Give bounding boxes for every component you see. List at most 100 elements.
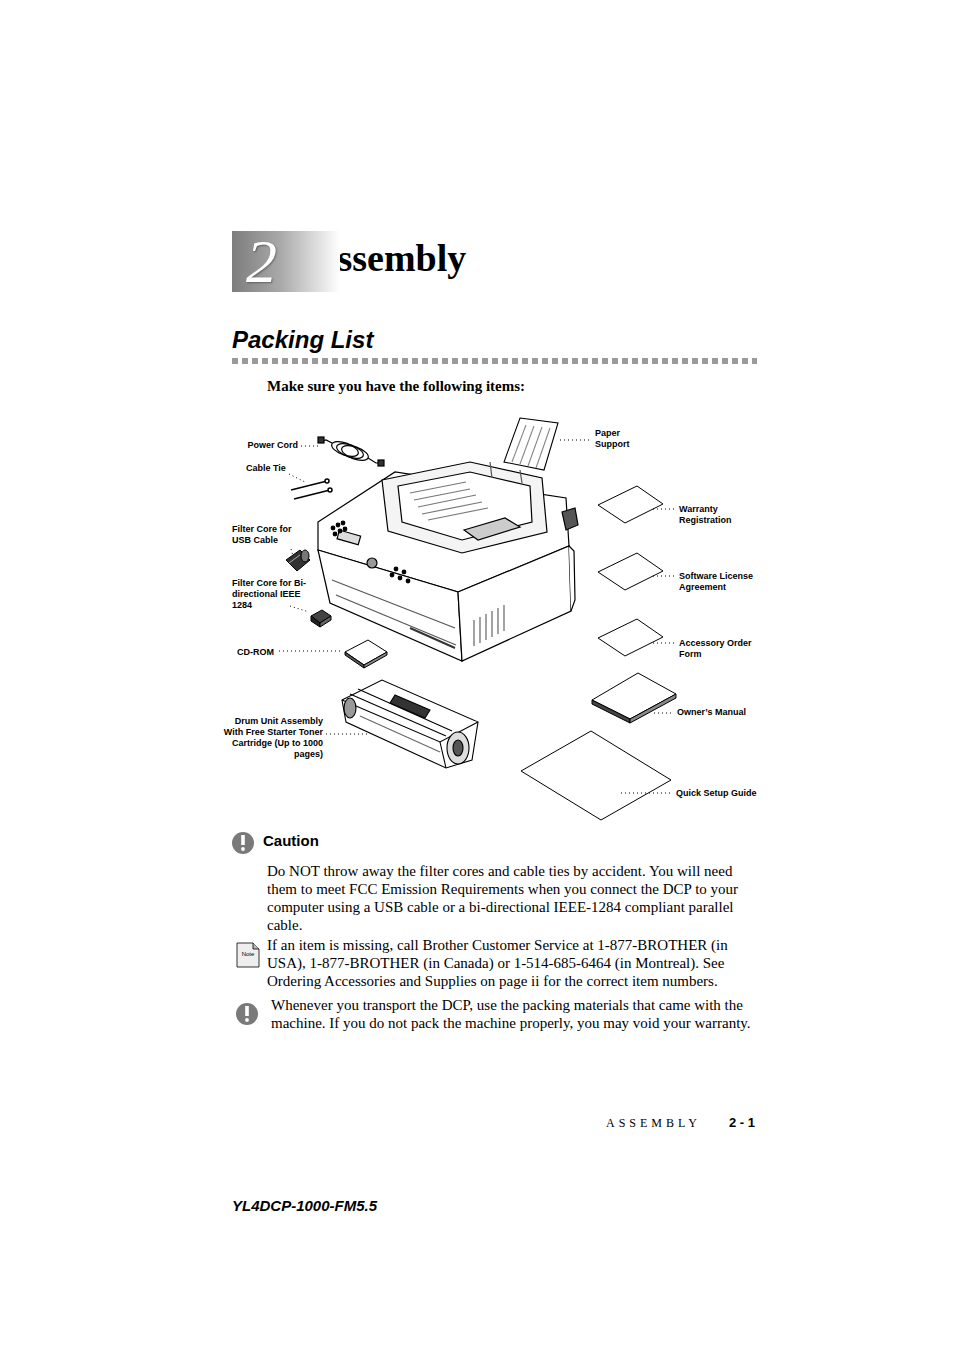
dcp-machine [410,628,455,648]
dcp-machine [343,527,347,531]
note-icon-label: Note [238,951,258,957]
part-label: Cable Tie [246,463,286,474]
heading-rule [232,361,757,362]
document-sheets [592,700,630,723]
note-text: If an item is missing, call Brother Cust… [267,936,759,990]
cd-rom [345,652,364,668]
document-sheets [598,553,663,590]
document-sheets [630,694,676,723]
part-label: Filter Core for USB Cable [232,524,300,546]
part-label: CD-ROM [237,647,274,658]
caution-icon [245,1018,249,1022]
leader-line [279,440,676,793]
heading-rule [232,358,757,364]
instruction: Make sure you have the following items: [267,378,525,395]
page-number: 2 - 1 [729,1115,755,1130]
dcp-machine [390,573,394,577]
document-code: YL4DCP-1000-FM5.5 [232,1197,377,1214]
running-footer: ASSEMBLY [606,1116,701,1131]
leader-line [289,474,305,482]
paper-support [536,428,550,468]
leader-line [621,793,673,794]
dcp-machine [331,526,335,530]
dcp-machine [562,508,578,530]
dcp-machine [336,523,340,527]
document-sheets [592,673,676,719]
leader-line [301,446,318,447]
power-cord [335,441,365,462]
drum-unit [358,689,452,731]
leader-line [653,509,676,510]
dcp-machine [474,605,504,646]
dcp-machine [367,558,377,568]
document-sheets [598,486,663,523]
part-label: Software License Agreement [679,571,767,593]
chapter-number-box: 2 [232,231,340,292]
caution-heading: Caution [263,832,319,849]
dcp-machine [464,518,520,540]
drum-unit [440,742,446,768]
paper-support [504,418,558,470]
section-heading: Packing List [232,326,373,354]
leader-line [560,440,590,441]
filter-core-usb [301,550,309,562]
dcp-machine [398,576,402,580]
part-label: Drum Unit Assembly With Free Starter Ton… [222,716,323,760]
cable-tie [328,488,332,492]
drum-unit [390,695,430,718]
dcp-machine [318,550,462,661]
cable-tie [294,490,330,499]
dcp-machine [333,532,337,536]
part-label: Owner’s Manual [677,707,746,718]
leader-line [291,549,293,556]
power-cord [318,437,324,443]
dcp-machine [341,521,345,525]
dcp-machine [406,579,410,583]
note-icon [253,943,259,949]
dcp-machine [458,546,571,661]
cable-tie [325,479,329,483]
cd-rom [345,640,387,665]
caution-icon [232,832,258,1025]
drum-unit [342,680,478,768]
leader-line [326,734,370,735]
dcp-machine [382,462,547,553]
caution-icon [236,1003,258,1025]
part-label: Accessory Order Form [679,638,755,660]
dcp-machine [569,546,575,611]
document-sheets [521,486,676,820]
leader-line [653,643,676,644]
cable-tie [291,481,327,490]
dcp-machine [394,567,398,571]
filter-core-usb [286,550,310,571]
leader-line [654,713,674,714]
power-cord [378,460,384,466]
note-icon [237,943,259,967]
power-cord [318,437,384,466]
dcp-machine [398,472,532,540]
cd-rom [345,640,387,668]
dcp-machine [332,580,456,645]
leader-line [279,651,342,652]
filter-core-ieee [311,616,320,627]
part-label: Paper Support [595,428,645,450]
dcp-machine [337,530,361,545]
paper-support [512,425,526,462]
caution-icon [241,835,245,845]
dcp-machine [338,529,342,533]
drum-unit [453,740,463,756]
power-cord [330,439,360,460]
filter-core-usb [289,555,300,563]
cd-rom [364,652,387,668]
paper-support [520,426,534,464]
caution-icon [245,1006,249,1016]
caution-icon [232,832,254,854]
caution-text: Whenever you transport the DCP, use the … [271,996,759,1032]
leader-line [290,606,309,612]
part-label: Power Cord [230,440,298,451]
caution-icon [241,847,245,851]
dcp-machine [410,482,488,520]
